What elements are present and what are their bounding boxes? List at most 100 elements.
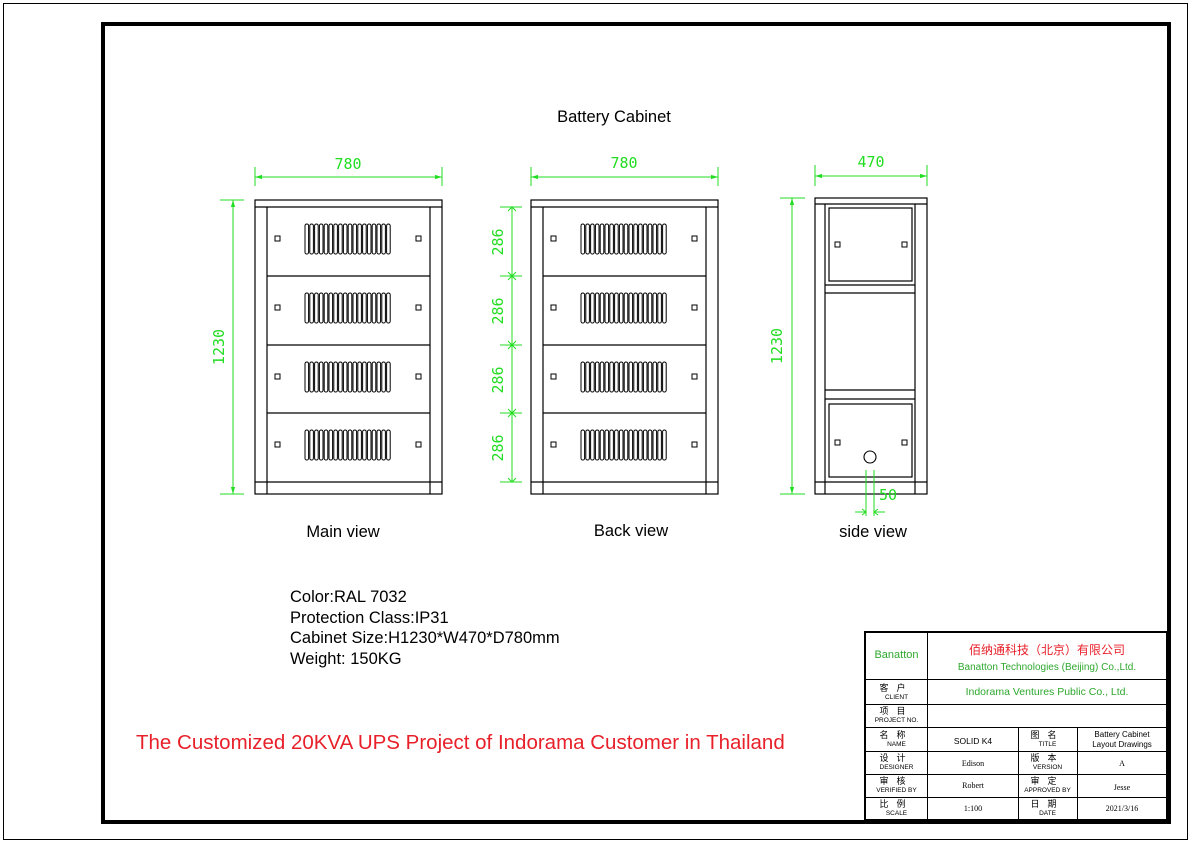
main-view-modules: [274, 223, 422, 461]
screw-mark: [550, 373, 557, 380]
vent-slot: [357, 292, 362, 324]
title-value-1: Battery Cabinet: [1094, 730, 1150, 739]
vent-slot: [662, 429, 667, 461]
vent-slot: [338, 429, 343, 461]
screw-mark: [550, 441, 557, 448]
drawing-frame: [101, 22, 1171, 824]
vent-slot: [618, 223, 624, 255]
vent-slot: [318, 292, 324, 324]
back-width-dim: 780: [610, 154, 637, 172]
vent-slot: [309, 223, 314, 255]
vent-slot: [594, 429, 600, 461]
back-module-dim-1: 286: [489, 228, 507, 255]
version-value: A: [1119, 759, 1125, 768]
vent-slot: [647, 429, 653, 461]
vent-slot: [585, 223, 590, 255]
vent-slot: [357, 223, 362, 255]
side-height-dim: 1230: [768, 328, 786, 364]
vent-slot: [366, 361, 372, 393]
vent-slot: [381, 429, 386, 461]
vent-slot: [318, 361, 324, 393]
vent-slot: [609, 223, 614, 255]
vent-slot: [580, 223, 586, 255]
vent-slot: [347, 223, 353, 255]
vent-slot: [652, 223, 658, 255]
vent-slot: [628, 361, 634, 393]
screw-mark: [415, 441, 422, 448]
vent-slot: [304, 223, 310, 255]
title-block: Banatton 佰纳通科技（北京）有限公司 Banatton Technolo…: [864, 631, 1168, 821]
company-cn: 佰纳通科技（北京）有限公司: [968, 643, 1125, 657]
vent-slot: [623, 429, 629, 461]
vent-slot: [304, 429, 310, 461]
vent-slot: [362, 223, 367, 255]
version-cn: 版本: [1030, 753, 1065, 763]
side-hole-dim: 50: [879, 486, 897, 504]
vent-slot: [623, 361, 629, 393]
screw-mark: [274, 441, 281, 448]
main-height-dim: 1230: [210, 329, 228, 365]
vent-slot: [599, 429, 605, 461]
vent-slot: [604, 223, 610, 255]
vent-slot: [371, 429, 377, 461]
vent-slot: [342, 429, 348, 461]
vent-slot: [599, 223, 605, 255]
vent-slot: [642, 429, 648, 461]
company-en: Banatton Technologies (Beijing) Co.,Ltd.: [957, 662, 1137, 673]
vent-slot: [314, 292, 319, 324]
screw-mark: [274, 304, 281, 311]
back-module-dim-4: 286: [489, 434, 507, 461]
side-view-cabinet: [814, 197, 928, 495]
battery-module-1: [550, 223, 698, 255]
vent-slot: [657, 361, 662, 393]
vent-slot: [642, 292, 648, 324]
vent-slot: [638, 361, 643, 393]
vent-slot: [323, 223, 329, 255]
main-view-label: Main view: [306, 523, 379, 541]
spec-size: Cabinet Size:H1230*W470*D780mm: [290, 629, 560, 647]
battery-module-3: [550, 361, 698, 393]
project-no-cn: 项目: [879, 706, 914, 716]
version-en: VERSION: [1032, 764, 1063, 771]
vent-slot: [386, 292, 391, 324]
vent-slot: [599, 292, 605, 324]
client-value: Indorama Ventures Public Co., Ltd.: [965, 686, 1129, 698]
screw-mark: [691, 304, 698, 311]
vent-slot: [371, 223, 377, 255]
sheet-border: [3, 3, 1188, 840]
vent-slot: [623, 292, 629, 324]
vent-slot: [599, 361, 605, 393]
vent-slot: [371, 292, 377, 324]
date-cn: 日期: [1030, 799, 1065, 809]
vent-slot: [618, 361, 624, 393]
vent-slot: [628, 223, 634, 255]
vent-slot: [614, 223, 619, 255]
vent-slot: [314, 429, 319, 461]
screw-mark: [415, 373, 422, 380]
vent-slot: [614, 361, 619, 393]
vent-slot: [366, 223, 372, 255]
vent-slot: [618, 292, 624, 324]
scale-en: SCALE: [885, 810, 908, 817]
verified-en: VERIFIED BY: [876, 787, 917, 794]
vent-slot: [609, 292, 614, 324]
vent-slot: [604, 429, 610, 461]
screw-mark: [274, 373, 281, 380]
battery-module-4: [274, 429, 422, 461]
battery-module-4: [550, 429, 698, 461]
designer-en: DESIGNER: [879, 764, 914, 771]
vent-slot: [333, 292, 338, 324]
specifications: Color:RAL 7032 Protection Class:IP31 Cab…: [290, 587, 560, 669]
date-en: DATE: [1039, 810, 1056, 817]
vent-slot: [618, 429, 624, 461]
battery-module-2: [274, 292, 422, 324]
vent-slot: [338, 223, 343, 255]
vent-slot: [638, 292, 643, 324]
vent-slot: [352, 361, 358, 393]
drawing-title: Battery Cabinet: [557, 108, 671, 126]
vent-slot: [381, 223, 386, 255]
screw-mark: [691, 373, 698, 380]
battery-module-1: [274, 223, 422, 255]
vent-slot: [376, 429, 382, 461]
vent-slot: [347, 292, 353, 324]
